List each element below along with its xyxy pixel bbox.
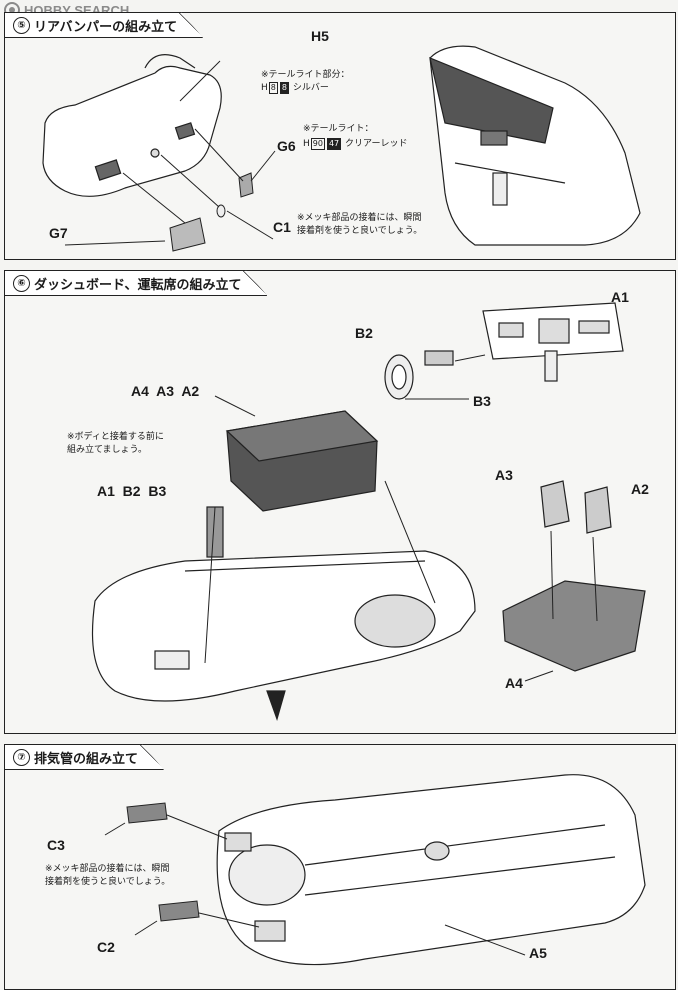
step7-title: 排気管の組み立て (34, 751, 139, 767)
cockpit-assembly-drawing (206, 410, 379, 558)
steering-wheel-drawing (384, 350, 454, 400)
floor-drawing (502, 580, 646, 672)
step5-chrome-note-line1: ※メッキ部品の接着には、瞬間 (297, 213, 422, 223)
step7-title-tab: ⑦ 排気管の組み立て (4, 744, 164, 770)
body-note-line1: ※ボディと接着する前に (67, 432, 164, 442)
car-body-drawing (91, 550, 476, 721)
exploded-parts (169, 172, 254, 252)
label-g6: G6 (277, 138, 296, 154)
step6-illustration (91, 302, 646, 721)
dashboard-drawing (482, 302, 624, 382)
label-g7: G7 (49, 225, 68, 241)
label-a5: A5 (529, 945, 547, 961)
seats-drawing (540, 480, 612, 534)
step6-panel: ⑥ ダッシュボード、運転席の組み立て (4, 270, 676, 734)
step5-panel: ⑤ リアバンパーの組み立て (4, 12, 676, 260)
label-c2: C2 (97, 939, 115, 955)
label-a2: A2 (631, 481, 649, 497)
label-b3: B3 (473, 393, 491, 409)
taillight-part-color: シルバー (292, 83, 329, 93)
label-a3: A3 (495, 467, 513, 483)
rear-bumper-drawing (42, 54, 222, 197)
label-a4: A4 (505, 675, 523, 691)
step5-title: リアバンパーの組み立て (34, 19, 178, 35)
color-chip-47: 47 (326, 138, 342, 150)
taillight-color: クリアーレッド (345, 139, 408, 149)
label-c1: C1 (273, 219, 291, 235)
step6-number: ⑥ (13, 275, 30, 292)
step5-chrome-note: ※メッキ部品の接着には、瞬間 接着剤を使うと良いでしょう。 (297, 212, 422, 238)
step6-title: ダッシュボード、運転席の組み立て (34, 277, 242, 293)
step7-number: ⑦ (13, 749, 30, 766)
exhaust-tips (126, 802, 200, 922)
step7-panel: ⑦ 排気管の組み立て C3 C2 A5 ※メッキ部品の接着には、瞬間 接着剤を (4, 744, 676, 990)
label-a1-b2-b3: A1 B2 B3 (97, 483, 167, 499)
label-a4-a3-a2: A4 A3 A2 (131, 383, 200, 399)
color-chip-8-outline: 8 (268, 82, 278, 94)
label-h5: H5 (311, 28, 329, 44)
label-a1: A1 (611, 289, 629, 305)
color-chip-90: 90 (310, 138, 325, 150)
taillight-prefix: H (303, 139, 310, 149)
color-chip-8-solid: 8 (279, 82, 289, 94)
label-b2: B2 (355, 325, 373, 341)
label-c3: C3 (47, 837, 65, 853)
body-note: ※ボディと接着する前に 組み立てましょう。 (67, 431, 164, 457)
step6-title-tab: ⑥ ダッシュボード、運転席の組み立て (4, 270, 267, 296)
body-note-line2: 組み立てましょう。 (67, 445, 148, 455)
assembled-rear-drawing (429, 45, 641, 246)
step5-chrome-note-line2: 接着剤を使うと良いでしょう。 (297, 226, 423, 236)
step7-chrome-note: ※メッキ部品の接着には、瞬間 接着剤を使うと良いでしょう。 (45, 863, 170, 889)
step5-illustration (42, 45, 641, 252)
step7-chrome-note-line2: 接着剤を使うと良いでしょう。 (45, 877, 171, 887)
step5-title-tab: ⑤ リアバンパーの組み立て (4, 12, 203, 38)
underbody-drawing (216, 774, 646, 966)
step7-illustration (104, 774, 646, 966)
taillight-note-text: ※テールライト： (303, 124, 374, 134)
step5-number: ⑤ (13, 17, 30, 34)
taillight-part-note-text: ※テールライト部分： (261, 70, 350, 80)
taillight-part-prefix: H (261, 83, 268, 93)
step7-chrome-note-line1: ※メッキ部品の接着には、瞬間 (45, 864, 170, 874)
